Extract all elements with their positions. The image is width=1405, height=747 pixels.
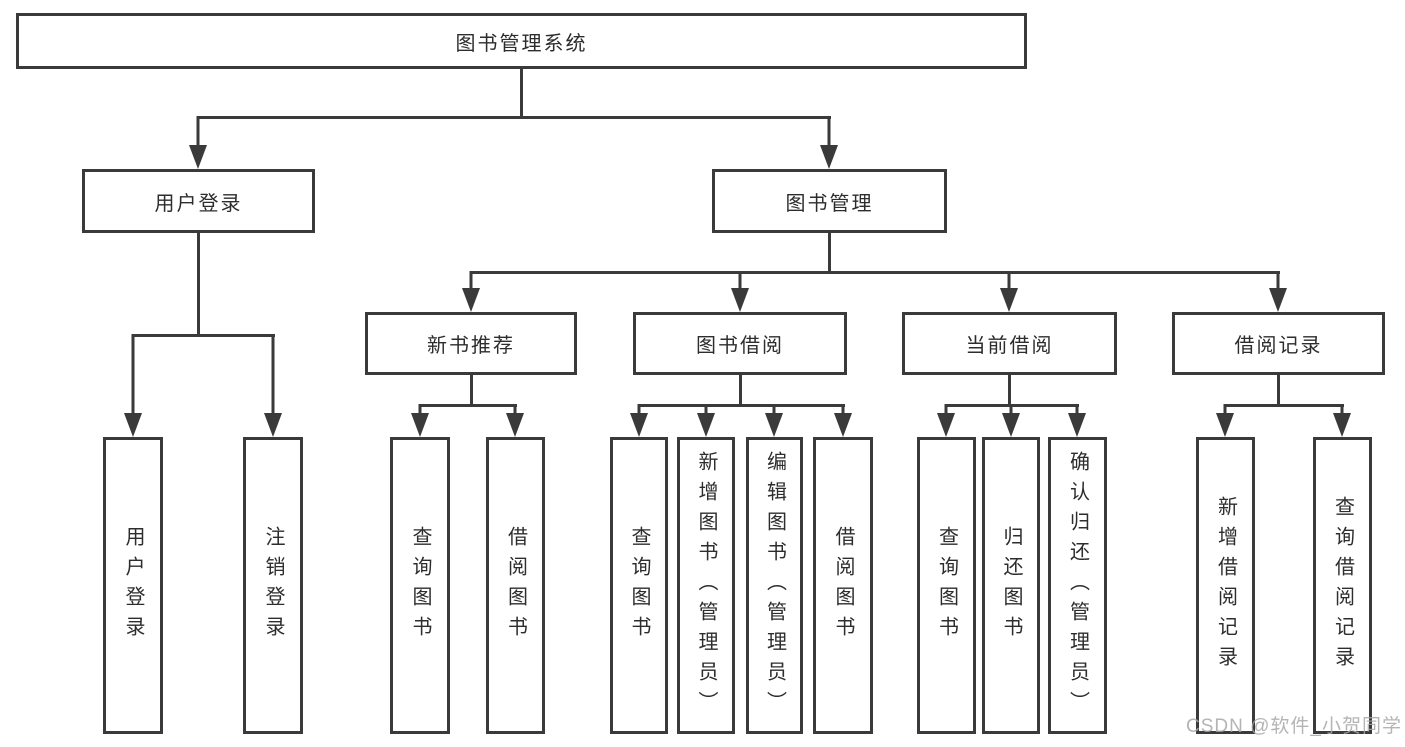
node-user-login-label: 用户登录 bbox=[154, 192, 243, 215]
connector-line bbox=[520, 69, 523, 119]
leaf-query-book-borrow-label: 查询图书 bbox=[628, 525, 650, 646]
arrow-down-icon bbox=[506, 404, 524, 437]
arrow-down-icon bbox=[820, 116, 838, 169]
node-book-management: 图书管理 bbox=[712, 169, 947, 233]
node-root-label: 图书管理系统 bbox=[455, 32, 588, 55]
arrow-down-icon bbox=[937, 404, 955, 437]
arrow-down-icon bbox=[834, 404, 852, 437]
leaf-query-borrow-record: 查询借阅记录 bbox=[1313, 437, 1372, 734]
arrow-down-icon bbox=[264, 334, 282, 437]
connector-line bbox=[739, 375, 742, 407]
leaf-user-login: 用户登录 bbox=[103, 437, 163, 734]
leaf-add-borrow-record-label: 新增借阅记录 bbox=[1214, 495, 1237, 676]
leaf-logout-label: 注销登录 bbox=[262, 525, 284, 646]
node-root: 图书管理系统 bbox=[16, 13, 1027, 69]
leaf-query-borrow-record-label: 查询借阅记录 bbox=[1331, 495, 1354, 676]
arrow-down-icon bbox=[1216, 404, 1234, 437]
connector-line bbox=[470, 375, 473, 407]
connector-line bbox=[197, 233, 200, 337]
connector-line bbox=[1277, 375, 1280, 407]
leaf-borrow-book-borrow: 借阅图书 bbox=[813, 437, 873, 734]
arrow-down-icon bbox=[630, 404, 648, 437]
arrow-down-icon bbox=[1269, 271, 1287, 312]
leaf-add-borrow-record: 新增借阅记录 bbox=[1196, 437, 1255, 734]
leaf-query-book-current-label: 查询图书 bbox=[935, 525, 958, 646]
leaf-query-book-current: 查询图书 bbox=[917, 437, 976, 734]
arrow-down-icon bbox=[189, 116, 207, 169]
arrow-down-icon bbox=[1002, 404, 1020, 437]
arrow-down-icon bbox=[1000, 271, 1018, 312]
arrow-down-icon bbox=[1333, 404, 1351, 437]
leaf-user-login-label: 用户登录 bbox=[122, 525, 144, 646]
csdn-watermark: CSDN @软件_小贺同学 bbox=[1186, 716, 1402, 737]
leaf-borrow-book-borrow-label: 借阅图书 bbox=[832, 525, 854, 646]
leaf-edit-book-admin-label: 编辑图书（管理员） bbox=[763, 450, 786, 721]
leaf-confirm-return-admin: 确认归还（管理员） bbox=[1048, 437, 1107, 734]
node-borrow-records-label: 借阅记录 bbox=[1234, 335, 1323, 357]
node-book-borrow: 图书借阅 bbox=[633, 312, 847, 375]
leaf-add-book-admin-label: 新增图书（管理员） bbox=[695, 450, 717, 721]
connector-line bbox=[1008, 375, 1011, 407]
connector-line bbox=[419, 404, 517, 407]
node-book-management-label: 图书管理 bbox=[785, 192, 874, 215]
connector-line bbox=[638, 404, 845, 407]
connector-line bbox=[197, 116, 831, 119]
leaf-borrow-book-newrec: 借阅图书 bbox=[486, 437, 545, 734]
arrow-down-icon bbox=[731, 271, 749, 312]
leaf-query-book-newrec-label: 查询图书 bbox=[409, 525, 431, 646]
arrow-down-icon bbox=[124, 334, 142, 437]
arrow-down-icon bbox=[462, 271, 480, 312]
leaf-query-book-newrec: 查询图书 bbox=[390, 437, 450, 734]
node-user-login: 用户登录 bbox=[82, 169, 315, 233]
leaf-edit-book-admin: 编辑图书（管理员） bbox=[746, 437, 803, 734]
leaf-add-book-admin: 新增图书（管理员） bbox=[677, 437, 735, 734]
arrow-down-icon bbox=[697, 404, 715, 437]
leaf-borrow-book-newrec-label: 借阅图书 bbox=[504, 525, 527, 646]
connector-line bbox=[1224, 404, 1344, 407]
arrow-down-icon bbox=[411, 404, 429, 437]
leaf-query-book-borrow: 查询图书 bbox=[610, 437, 668, 734]
node-new-book-recommend: 新书推荐 bbox=[365, 312, 577, 375]
node-new-book-recommend-label: 新书推荐 bbox=[427, 335, 515, 357]
arrow-down-icon bbox=[1068, 404, 1086, 437]
leaf-return-book: 归还图书 bbox=[982, 437, 1040, 734]
connector-line bbox=[470, 271, 1280, 274]
connector-line bbox=[828, 233, 831, 274]
leaf-logout: 注销登录 bbox=[243, 437, 303, 734]
connector-line bbox=[132, 334, 275, 337]
node-borrow-records: 借阅记录 bbox=[1172, 312, 1385, 375]
arrow-down-icon bbox=[765, 404, 783, 437]
node-current-borrow-label: 当前借阅 bbox=[965, 335, 1054, 357]
node-current-borrow: 当前借阅 bbox=[902, 312, 1117, 375]
leaf-return-book-label: 归还图书 bbox=[1000, 525, 1022, 646]
leaf-confirm-return-admin-label: 确认归还（管理员） bbox=[1066, 450, 1089, 721]
node-book-borrow-label: 图书借阅 bbox=[696, 335, 784, 357]
